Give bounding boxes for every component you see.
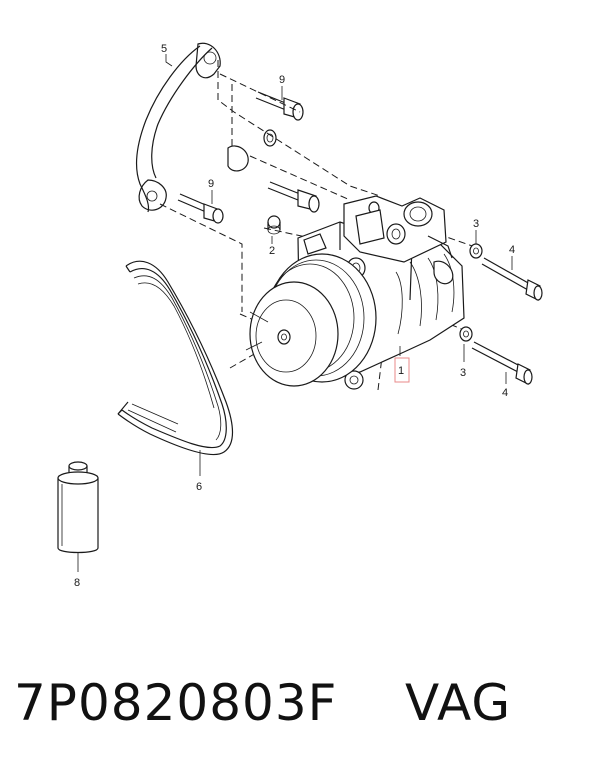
callout-part-9-upper: 9 — [279, 74, 285, 86]
cylinder-part-8 — [57, 461, 99, 554]
callout-part-9-lower: 9 — [208, 178, 214, 190]
caption-spacer — [337, 674, 405, 732]
washer-part-3-upper — [469, 243, 483, 259]
callout-part-3-lower: 3 — [460, 367, 466, 379]
ac-compressor-part-1 — [245, 195, 465, 390]
bolt-part-4-upper — [481, 257, 543, 301]
bolt-part-9-upper — [255, 91, 304, 147]
brand-name: VAG — [404, 674, 512, 732]
callout-part-8: 8 — [74, 577, 80, 589]
bracket-part-5 — [136, 42, 249, 213]
callout-part-4-lower: 4 — [502, 387, 508, 399]
callout-part-6: 6 — [196, 481, 202, 493]
bolt-part-9-lower — [177, 181, 320, 224]
drive-belt-part-6 — [117, 260, 234, 456]
callout-part-3-upper: 3 — [473, 218, 479, 230]
washer-part-3-lower — [459, 326, 473, 342]
callout-part-1: 1 — [398, 365, 404, 377]
callout-part-5: 5 — [161, 43, 167, 55]
part-number-caption: 7P0820803F VAG — [14, 668, 594, 738]
part-number: 7P0820803F — [14, 674, 338, 732]
callout-part-4-upper: 4 — [509, 244, 515, 256]
bolt-part-4-lower — [471, 341, 533, 385]
highlight-box — [394, 357, 410, 383]
leader-lines — [77, 54, 513, 572]
callout-part-2: 2 — [269, 245, 275, 257]
